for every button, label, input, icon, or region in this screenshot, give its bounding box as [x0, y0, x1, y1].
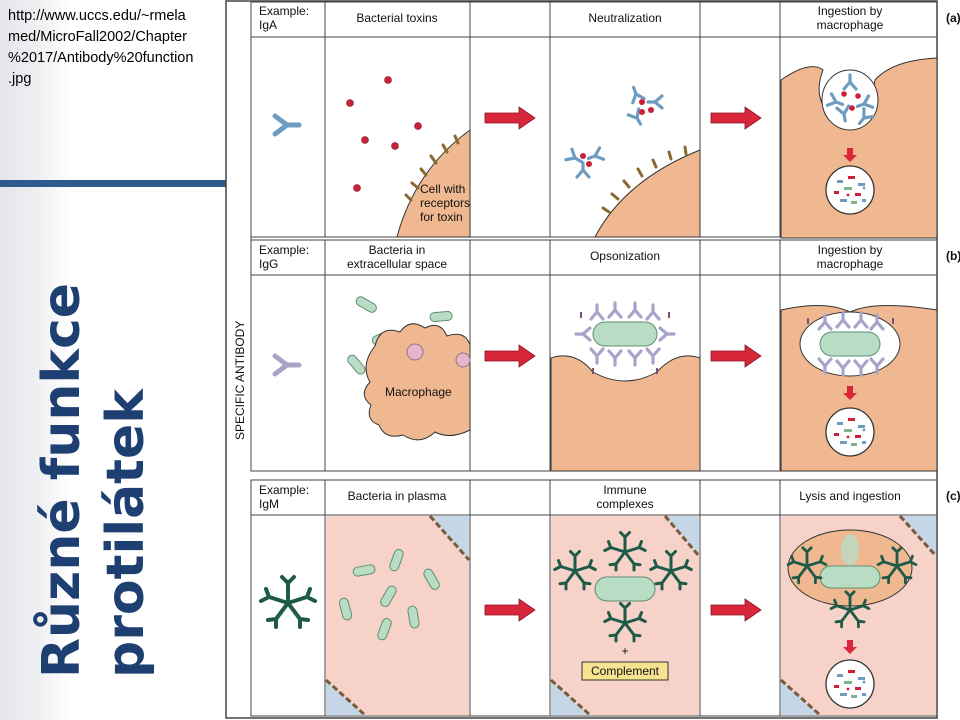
digestion-vesicle	[826, 166, 874, 214]
row-c-col1-title: Bacteria in plasma	[348, 489, 447, 503]
lysis-release	[841, 534, 859, 566]
plus-sign: +	[621, 644, 628, 658]
row-a-example-line: IgA	[259, 18, 277, 32]
lysed-bacterium	[820, 566, 880, 588]
source-url-line: http://www.uccs.edu/~rmela	[8, 6, 223, 27]
slide-title: Různé funkce protilátek	[30, 258, 158, 678]
row-a-example-line: Example:	[259, 4, 309, 18]
row-a-col3-title: Ingestion by	[818, 4, 883, 18]
row-b-col3-title: Ingestion by	[818, 243, 883, 257]
digestion-vesicle	[826, 408, 874, 456]
slide-title-line: protilátek	[94, 258, 158, 678]
digestion-vesicle	[826, 660, 874, 708]
row-c-col3-title: Lysis and ingestion	[799, 489, 901, 503]
source-url-line: med/MicroFall2002/Chapter	[8, 27, 223, 48]
antibody-function-figure: SPECIFIC ANTIBODY Example: IgA Bacterial…	[225, 0, 960, 720]
row-a-col2-title: Neutralization	[588, 11, 661, 25]
row-c-col2-title: complexes	[596, 497, 653, 511]
slide-title-line: Různé funkce	[30, 258, 94, 678]
row-c: Example: IgM Bacteria in plasma Immune c…	[251, 480, 960, 716]
row-c-example-line: IgM	[259, 497, 279, 511]
row-b-col3-title: macrophage	[817, 257, 884, 271]
macrophage-label: Macrophage	[385, 385, 452, 399]
row-a-col1-title: Bacterial toxins	[356, 11, 437, 25]
accent-bar	[0, 180, 232, 187]
row-b-col1-title: extracellular space	[347, 257, 447, 271]
bacterium	[595, 577, 655, 601]
row-b-tag: (b)	[946, 249, 960, 263]
complement-label: Complement	[591, 664, 660, 678]
row-c-example-line: Example:	[259, 483, 309, 497]
row-b-example-line: Example:	[259, 243, 309, 257]
source-url: http://www.uccs.edu/~rmela med/MicroFall…	[8, 6, 223, 90]
row-b-col2-title: Opsonization	[590, 249, 660, 263]
cell-label-line: Cell with	[420, 182, 465, 196]
row-c-tag: (c)	[946, 489, 960, 503]
row-c-col2-title: Immune	[603, 483, 647, 497]
source-url-line: %2017/Antibody%20function	[8, 48, 223, 69]
row-b-col1-title: Bacteria in	[369, 243, 426, 257]
source-url-line: .jpg	[8, 69, 223, 90]
row-a-tag: (a)	[946, 11, 960, 25]
macrophage-body	[364, 324, 470, 440]
row-b-example-line: IgG	[259, 257, 278, 271]
side-label: SPECIFIC ANTIBODY	[233, 321, 247, 440]
cell-label-line: for toxin	[420, 210, 463, 224]
row-a-col3-title: macrophage	[817, 18, 884, 32]
cell-label-line: receptors	[420, 196, 470, 210]
